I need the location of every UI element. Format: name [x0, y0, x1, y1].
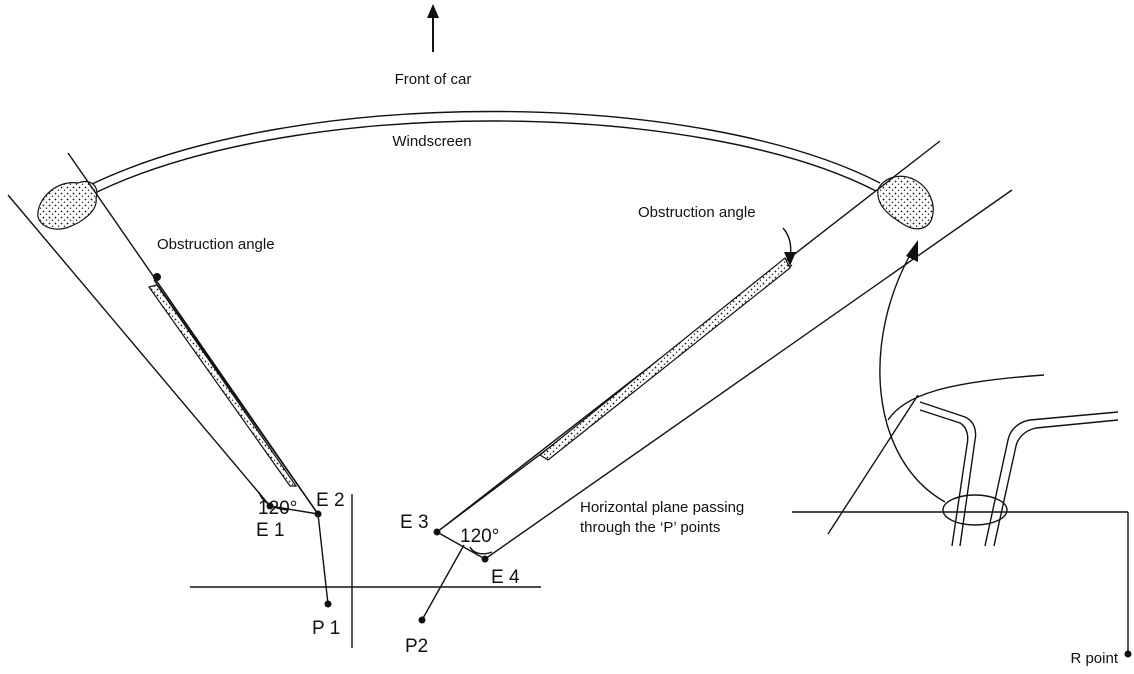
- windscreen-label: Windscreen: [392, 133, 471, 150]
- left-angle-label: 120°: [258, 498, 297, 519]
- right-obstruction-label: Obstruction angle: [638, 204, 756, 221]
- right-obstruction-strip: [538, 257, 791, 461]
- e3-label: E 3: [400, 512, 429, 533]
- e4-point: [481, 555, 489, 563]
- e2-point: [314, 510, 322, 518]
- e2-label: E 2: [316, 490, 345, 511]
- horizontal-plane-line: [792, 511, 1129, 653]
- windscreen: [91, 110, 881, 193]
- right-angle-arc: [469, 546, 493, 555]
- right-pillar-section: [877, 175, 934, 230]
- plane-label-line2: through the ‘P’ points: [580, 519, 720, 536]
- p1-point: [324, 600, 332, 608]
- e1-label: E 1: [256, 520, 285, 541]
- seat-side-view: [827, 374, 1119, 547]
- left-obstruction-strip: [148, 284, 298, 487]
- left-obstruction-marker: [153, 273, 161, 281]
- p2-label: P2: [405, 636, 428, 657]
- plane-label-line1: Horizontal plane passing: [580, 499, 744, 516]
- p1-label: P 1: [312, 618, 340, 639]
- reference-axes: [190, 494, 541, 648]
- e1-point: [266, 502, 274, 510]
- front-arrow: [427, 4, 439, 52]
- left-obstruction-label: Obstruction angle: [157, 236, 275, 253]
- e4-label: E 4: [491, 567, 520, 588]
- left-sight-lines: [7, 152, 329, 605]
- r-point-marker: [1124, 650, 1132, 658]
- front-of-car-label: Front of car: [395, 71, 472, 88]
- pillar-projection-arrow: [879, 247, 946, 503]
- p2-point: [418, 616, 426, 624]
- e3-point: [433, 528, 441, 536]
- r-point-label: R point: [1070, 650, 1118, 667]
- right-angle-label: 120°: [460, 526, 499, 547]
- left-pillar-section: [37, 180, 98, 230]
